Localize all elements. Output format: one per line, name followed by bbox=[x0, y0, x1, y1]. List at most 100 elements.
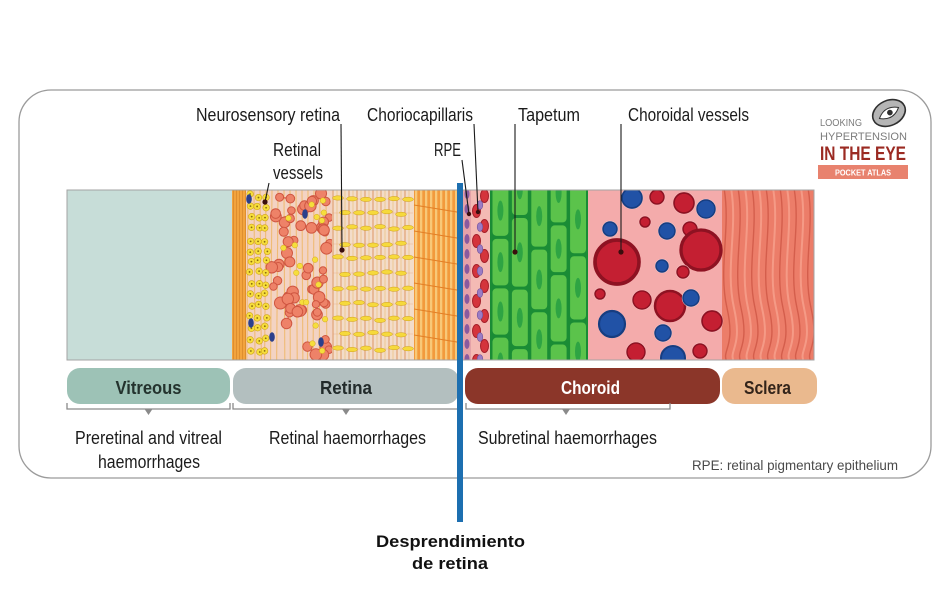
neuron-cell bbox=[285, 215, 292, 222]
neuron-nucleus bbox=[249, 251, 252, 254]
inner-limiting-membrane bbox=[232, 190, 246, 360]
neuron-cell bbox=[319, 347, 326, 354]
photoreceptor-nucleus bbox=[388, 226, 400, 232]
capillary-cell bbox=[476, 222, 484, 232]
neuron-cell bbox=[280, 244, 287, 251]
photoreceptor-nucleus bbox=[381, 331, 393, 337]
photoreceptor-nucleus bbox=[395, 211, 407, 217]
red-blood-cell bbox=[480, 339, 489, 353]
red-blood-cell bbox=[480, 279, 489, 293]
neuron-nucleus bbox=[250, 327, 253, 330]
logo-line1: LOOKING bbox=[820, 118, 862, 129]
neuron-cell bbox=[303, 299, 310, 306]
capillary-cell bbox=[476, 288, 484, 298]
segment-band bbox=[413, 230, 464, 240]
neuron-cell bbox=[322, 316, 329, 323]
label-choriocapillaris: Choriocapillaris bbox=[367, 105, 473, 125]
neuron-nucleus bbox=[256, 259, 259, 262]
neuron-nucleus bbox=[264, 271, 267, 274]
neuron-nucleus bbox=[265, 259, 268, 262]
leader-retinal-vessels bbox=[264, 182, 270, 203]
photoreceptor-nucleus bbox=[367, 210, 379, 216]
photoreceptor-nucleus bbox=[353, 300, 365, 306]
rpe-cells bbox=[464, 190, 470, 360]
tapetal-nucleus bbox=[575, 209, 581, 230]
rpe-cell bbox=[464, 294, 470, 304]
photoreceptor-nucleus bbox=[388, 286, 400, 292]
structure-labels: Neurosensory retina Retinal vessels Chor… bbox=[196, 105, 749, 183]
neuron-nucleus bbox=[257, 196, 260, 199]
collagen-fiber bbox=[793, 190, 801, 360]
photoreceptor-nucleus bbox=[353, 331, 365, 337]
sclera-fibers bbox=[723, 190, 814, 360]
retinal-vessel-cell bbox=[302, 262, 314, 274]
retinal-vessel-cell bbox=[291, 305, 304, 318]
neuron-nucleus bbox=[263, 240, 266, 243]
neuron-nucleus bbox=[249, 350, 252, 352]
neuron-nucleus bbox=[251, 305, 253, 307]
receptor-segment bbox=[425, 190, 428, 360]
neuron-nucleus bbox=[249, 240, 252, 243]
photoreceptor-nucleus bbox=[374, 285, 386, 291]
collagen-fiber bbox=[771, 190, 780, 360]
photoreceptor-nuclei bbox=[332, 190, 414, 360]
photoreceptor-nucleus bbox=[374, 196, 386, 202]
photoreceptor-nucleus bbox=[395, 240, 407, 246]
footnote-rpe: RPE: retinal pigmentary epithelium bbox=[692, 457, 898, 473]
neuron-nucleus bbox=[265, 305, 267, 308]
segment-band bbox=[413, 334, 464, 344]
photoreceptor-nucleus bbox=[402, 254, 414, 260]
neuron-cell bbox=[315, 281, 322, 288]
nerve-fiber bbox=[312, 190, 315, 360]
leader-lines bbox=[264, 123, 622, 252]
photoreceptor-nucleus bbox=[381, 242, 393, 248]
red-blood-cell bbox=[472, 294, 481, 308]
neuron-cell bbox=[312, 256, 319, 263]
tapetal-nucleus bbox=[555, 298, 562, 319]
tapetal-nucleus bbox=[497, 301, 504, 322]
neuron-cell bbox=[312, 322, 319, 329]
receptor-segment bbox=[420, 190, 423, 360]
segment-band bbox=[413, 256, 464, 266]
artery bbox=[676, 265, 690, 279]
tapetal-nucleus bbox=[536, 329, 543, 350]
leader-neurosensory-retina bbox=[340, 123, 343, 251]
logo: LOOKING HYPERTENSION IN THE EYE POCKET A… bbox=[818, 98, 908, 179]
rpe-cell bbox=[464, 279, 470, 289]
bracket-notch bbox=[562, 409, 570, 415]
collagen-fiber bbox=[751, 190, 759, 360]
bracket-notches bbox=[144, 409, 570, 415]
capillary-cell bbox=[476, 332, 484, 342]
artery bbox=[653, 289, 687, 323]
collagen-fiber bbox=[723, 190, 731, 360]
neuron-nucleus bbox=[265, 316, 268, 319]
collagen-fiber bbox=[779, 190, 787, 360]
inner-retina-cells bbox=[245, 190, 335, 360]
photoreceptor-nucleus bbox=[360, 225, 372, 231]
photoreceptor-nucleus bbox=[339, 331, 351, 336]
annotation-line1: Desprendimiento bbox=[376, 533, 525, 551]
neuron-nucleus bbox=[264, 284, 267, 287]
photoreceptor-nucleus bbox=[332, 225, 344, 231]
neuron-nucleus bbox=[265, 206, 268, 209]
tapetal-nucleus bbox=[516, 307, 523, 328]
tapetal-nucleus bbox=[516, 242, 523, 263]
bracket-notch bbox=[144, 409, 153, 415]
photoreceptor-nucleus bbox=[395, 300, 407, 306]
retinal-vessel-cell bbox=[280, 317, 293, 330]
vein bbox=[682, 289, 700, 307]
artery bbox=[593, 238, 641, 286]
neuron-nucleus bbox=[257, 240, 259, 243]
photoreceptor-nucleus bbox=[374, 224, 386, 230]
logo-line3: IN THE EYE bbox=[820, 144, 906, 165]
photoreceptor-nucleus bbox=[367, 330, 379, 335]
label-subretinal-haemorrhages: Subretinal haemorrhages bbox=[478, 428, 657, 448]
leader-dot bbox=[618, 249, 624, 255]
neuron-nucleus bbox=[264, 337, 267, 340]
neuron-nucleus bbox=[258, 351, 261, 353]
photoreceptor-nucleus bbox=[402, 196, 414, 202]
tapetal-nucleus bbox=[555, 238, 562, 259]
retinal-vessel-cell bbox=[311, 300, 321, 309]
tapetal-nucleus bbox=[536, 206, 543, 227]
artery bbox=[594, 288, 606, 300]
